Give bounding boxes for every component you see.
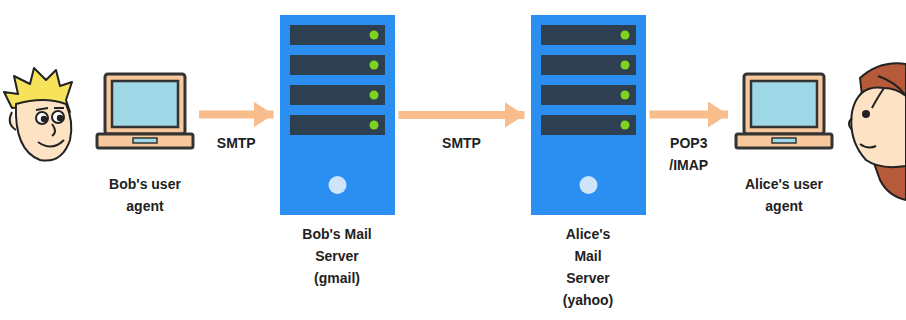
alice-face bbox=[849, 63, 906, 200]
server-slot bbox=[541, 115, 636, 135]
server-slot bbox=[541, 85, 636, 105]
power-button bbox=[579, 176, 597, 194]
server-icon bbox=[280, 15, 395, 215]
server-slot bbox=[541, 55, 636, 75]
mail-server: Bob's Mail Server (gmail) bbox=[272, 15, 402, 289]
laptop-lid bbox=[744, 74, 824, 134]
status-light bbox=[369, 91, 378, 100]
server-drawing bbox=[531, 15, 646, 215]
laptop-base bbox=[97, 134, 193, 148]
server-drawing bbox=[280, 15, 395, 215]
laptop-screen bbox=[112, 81, 178, 127]
protocol-label: SMTP bbox=[442, 132, 481, 154]
status-light bbox=[369, 31, 378, 40]
server-slot bbox=[290, 85, 385, 105]
protocol-arrow bbox=[650, 111, 729, 119]
status-light bbox=[369, 61, 378, 70]
laptop-trackpad bbox=[133, 138, 157, 143]
laptop-trackpad bbox=[772, 138, 796, 143]
node-label: Bob's user agent bbox=[95, 173, 195, 217]
server-icon bbox=[531, 15, 646, 215]
laptop-drawing bbox=[734, 72, 834, 157]
mail-server: Alice's Mail Server (yahoo) bbox=[523, 15, 653, 311]
server-slot bbox=[290, 55, 385, 75]
server-slot bbox=[541, 25, 636, 45]
node-label: Bob's Mail Server (gmail) bbox=[301, 223, 373, 289]
status-light bbox=[620, 61, 629, 70]
laptop-base bbox=[736, 134, 832, 148]
bob-face bbox=[4, 68, 72, 161]
laptop-icon bbox=[95, 72, 195, 157]
laptop-icon bbox=[734, 72, 834, 157]
server-slot bbox=[290, 25, 385, 45]
user-agent: Bob's user agent bbox=[90, 72, 200, 217]
node-label: Alice's Mail Server (yahoo) bbox=[552, 223, 624, 311]
power-button bbox=[328, 176, 346, 194]
laptop-drawing bbox=[95, 72, 195, 157]
user-agent: Alice's user agent bbox=[728, 72, 840, 217]
protocol-label: SMTP bbox=[217, 132, 256, 154]
status-light bbox=[620, 31, 629, 40]
node-label: Alice's user agent bbox=[734, 173, 834, 217]
laptop-lid bbox=[105, 74, 185, 134]
laptop-screen bbox=[751, 81, 817, 127]
protocol-label: POP3 /IMAP bbox=[663, 132, 715, 176]
status-light bbox=[369, 121, 378, 130]
server-cabinet bbox=[280, 15, 395, 215]
server-cabinet bbox=[531, 15, 646, 215]
status-light bbox=[620, 121, 629, 130]
protocol-arrow bbox=[199, 111, 274, 119]
protocol-arrow bbox=[399, 111, 525, 119]
status-light bbox=[620, 91, 629, 100]
server-slot bbox=[290, 115, 385, 135]
